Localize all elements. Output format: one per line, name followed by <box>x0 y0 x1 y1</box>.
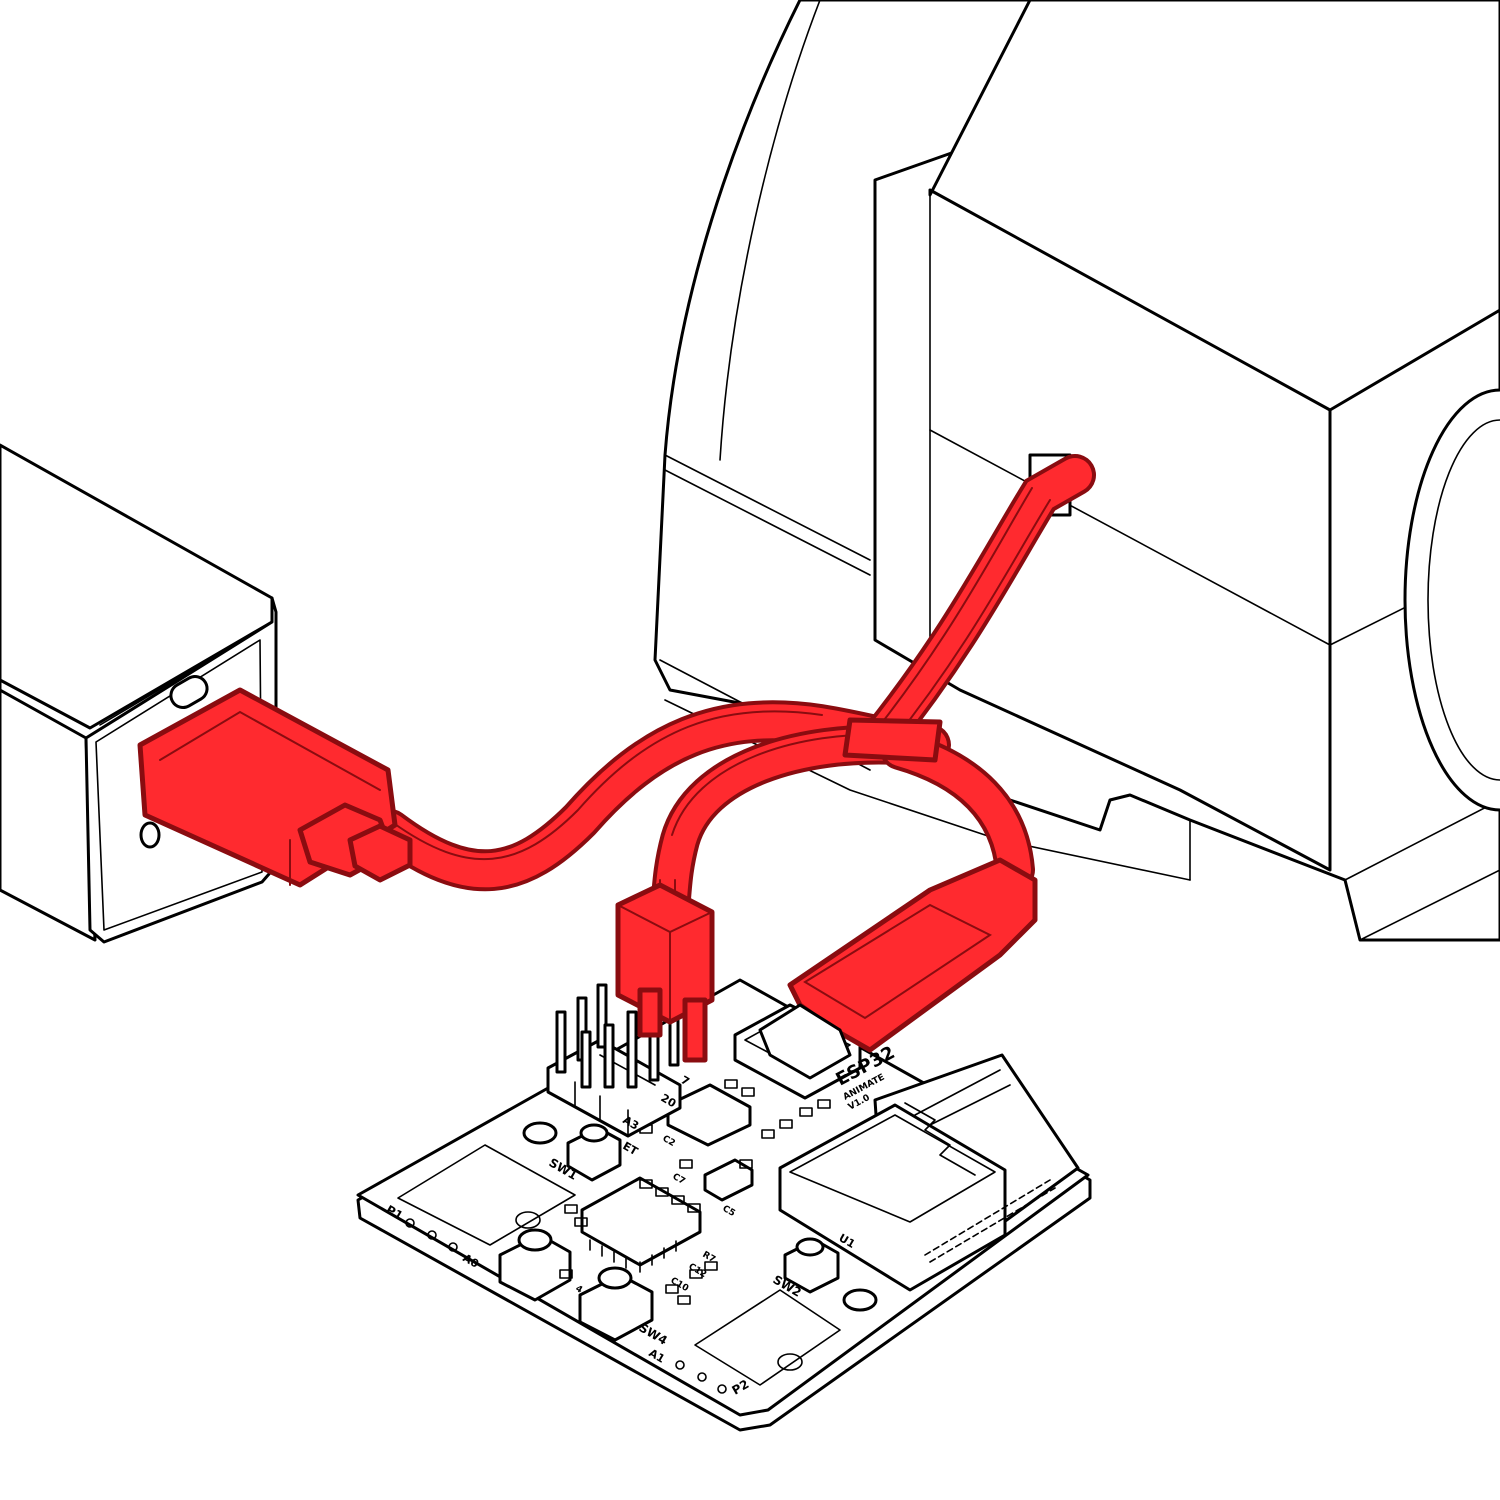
sw1-switch <box>498 1228 572 1302</box>
mounting-hole-icon <box>842 1288 878 1312</box>
y-junction <box>842 717 943 763</box>
pin-header-connector <box>615 882 715 1063</box>
ic-chip <box>580 1176 702 1267</box>
regulator <box>666 1083 752 1147</box>
reset-switch <box>566 1123 622 1182</box>
header-pins <box>555 983 680 1089</box>
wheel-icon <box>1403 388 1500 812</box>
usb-port-icon <box>169 675 209 709</box>
cable-assembly <box>137 454 1096 1080</box>
sw4-switch <box>578 1266 654 1342</box>
sw2-switch <box>783 1237 840 1294</box>
sw1-footprint <box>397 1144 576 1246</box>
mounting-hole-icon <box>522 1121 558 1145</box>
esp32-shield <box>778 1103 1007 1292</box>
passive-label-4: 4 <box>574 1284 584 1296</box>
usb-a-plug <box>137 687 413 888</box>
led-indicator-icon <box>139 821 161 849</box>
usb-c-plug <box>758 857 1038 1080</box>
pcb-board <box>356 978 1092 1432</box>
sw2-footprint <box>694 1289 841 1386</box>
